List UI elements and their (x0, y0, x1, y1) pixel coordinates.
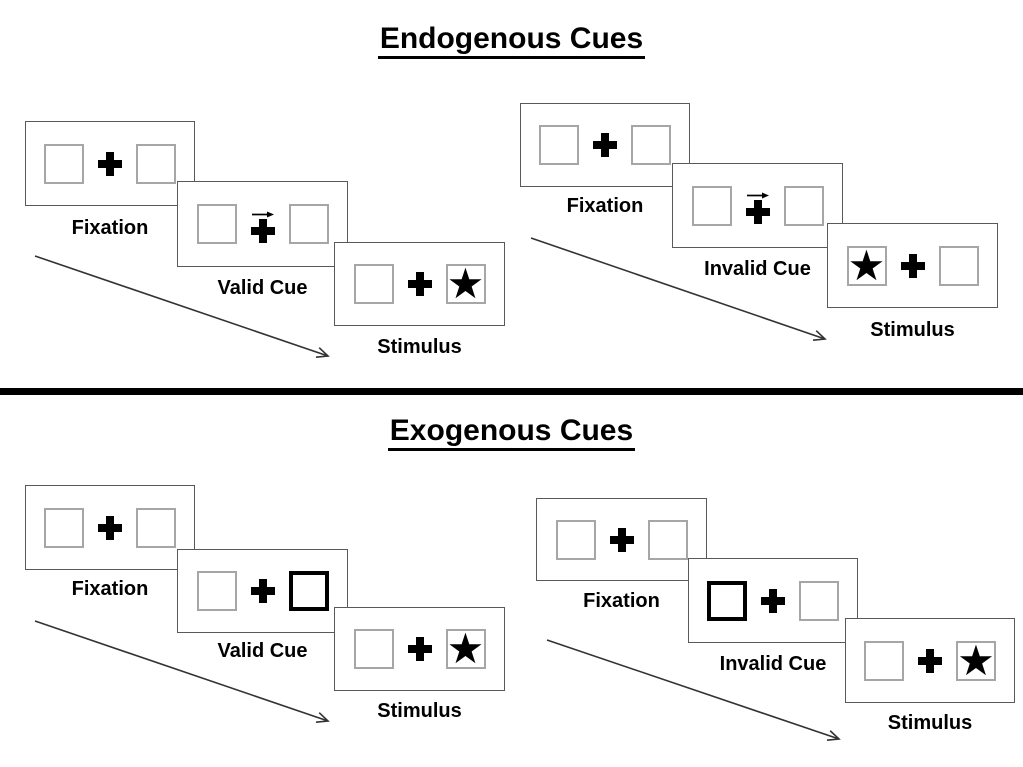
center-symbols (917, 648, 943, 673)
exo-invalid-cue-panel (688, 558, 858, 643)
endo-invalid-cue-panel (672, 163, 843, 248)
star-icon: ★ (847, 240, 886, 290)
exo-invalid-cue-label: Invalid Cue (719, 653, 827, 675)
right-box (136, 143, 176, 184)
exo-invalid-fixation-label: Fixation (583, 590, 660, 612)
right-box-cue-highlight (288, 571, 329, 611)
left-box (691, 185, 732, 226)
left-box-cue-highlight (707, 580, 747, 621)
center-symbols (745, 187, 771, 224)
exo-invalid-stimulus-label: Stimulus (887, 712, 973, 734)
right-box (938, 245, 979, 286)
center-symbols (250, 206, 276, 243)
endo-valid-stimulus-panel: ★ (334, 242, 505, 326)
left-box-with-star: ★ (846, 240, 887, 290)
fixation-cross-icon (918, 648, 942, 673)
star-icon: ★ (957, 635, 995, 685)
endo-valid-stimulus-label: Stimulus (377, 336, 462, 358)
exo-valid-stimulus-label: Stimulus (377, 700, 462, 722)
center-symbols (407, 637, 433, 661)
exo-valid-fixation-panel (25, 485, 195, 570)
fixation-cross-icon (900, 253, 925, 278)
right-box (647, 519, 688, 560)
exo-valid-cue-panel (177, 549, 348, 633)
endo-invalid-fixation-label: Fixation (566, 195, 644, 217)
left-box (196, 204, 237, 244)
endo-invalid-stimulus-panel: ★ (827, 223, 998, 308)
endo-invalid-time-arrow (530, 237, 827, 341)
center-symbols (900, 253, 926, 278)
fixation-cross-icon (250, 218, 275, 243)
center-symbols (250, 579, 276, 603)
endo-invalid-stimulus-label: Stimulus (870, 319, 955, 341)
center-symbols (97, 515, 123, 540)
left-box (196, 571, 237, 611)
right-box (631, 125, 671, 165)
center-symbols (609, 527, 635, 552)
section-divider (0, 388, 1023, 395)
left-box (44, 143, 84, 184)
fixation-cross-icon (98, 515, 122, 540)
endo-valid-fixation-label: Fixation (71, 217, 149, 239)
exo-invalid-fixation-panel (536, 498, 707, 581)
left-box (864, 640, 904, 681)
fixation-cross-icon (407, 637, 432, 661)
right-box-with-star: ★ (956, 635, 996, 685)
left-box (555, 519, 596, 560)
center-symbols (760, 588, 786, 613)
cue-direction-arrow-icon (746, 187, 770, 199)
cue-direction-arrow-icon (251, 206, 275, 217)
endo-valid-time-arrow (34, 255, 330, 358)
left-box (539, 125, 579, 165)
center-symbols (407, 272, 433, 296)
fixation-cross-icon (407, 272, 432, 296)
right-box-with-star: ★ (445, 624, 486, 673)
right-box (783, 185, 824, 226)
exo-valid-stimulus-panel: ★ (334, 607, 505, 691)
right-box (136, 507, 176, 548)
left-box (353, 629, 394, 669)
right-box (288, 204, 329, 244)
exo-valid-time-arrow (34, 620, 330, 723)
left-box (44, 507, 84, 548)
endo-valid-cue-panel (177, 181, 348, 267)
endo-valid-fixation-panel (25, 121, 195, 206)
endo-invalid-fixation-panel (520, 103, 690, 187)
endo-invalid-cue-label: Invalid Cue (704, 258, 811, 280)
center-symbols (97, 151, 123, 176)
exo-valid-fixation-label: Fixation (71, 578, 149, 600)
center-symbols (592, 133, 618, 157)
exo-valid-cue-label: Valid Cue (217, 640, 308, 662)
section-title-exogenous: Exogenous Cues (0, 414, 1023, 451)
endo-valid-cue-label: Valid Cue (217, 277, 308, 299)
star-icon: ★ (446, 624, 485, 673)
section-title-endogenous: Endogenous Cues (0, 22, 1023, 59)
fixation-cross-icon (250, 579, 275, 603)
fixation-cross-icon (593, 133, 617, 157)
left-box (353, 264, 394, 304)
right-box (799, 580, 839, 621)
fixation-cross-icon (609, 527, 634, 552)
fixation-cross-icon (745, 200, 770, 224)
fixation-cross-icon (761, 588, 785, 613)
star-icon: ★ (446, 259, 485, 308)
exo-invalid-stimulus-panel: ★ (845, 618, 1015, 703)
right-box-with-star: ★ (445, 259, 486, 308)
fixation-cross-icon (98, 151, 122, 176)
